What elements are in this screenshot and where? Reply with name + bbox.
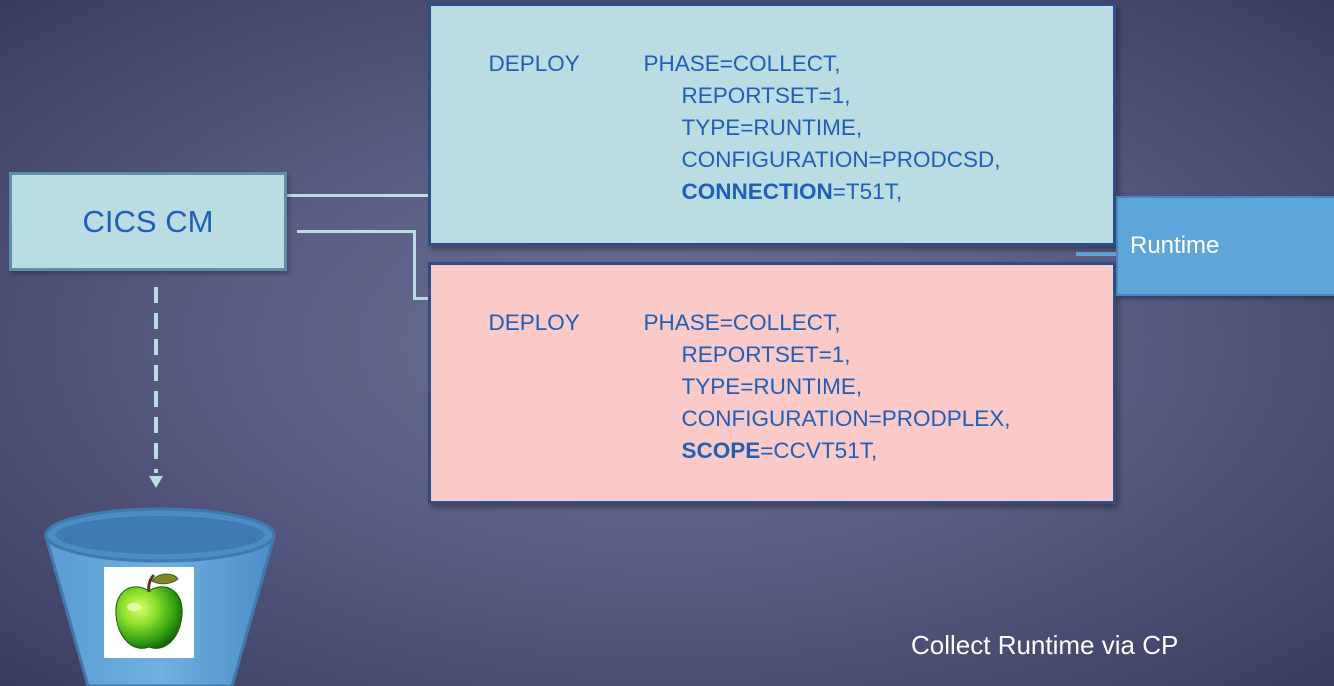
slide-caption: Collect Runtime via CP — [911, 630, 1179, 660]
deploy-line-3: TYPE=RUNTIME, — [451, 80, 1113, 140]
deploy-line-5: CONNECTION=T51T, — [451, 144, 1113, 204]
dashed-arrow-line — [154, 287, 158, 473]
deploy-scope-box: DEPLOY PHASE=COLLECT, REPORTSET=1, TYPE=R… — [428, 262, 1116, 504]
runtime-label: Runtime — [1130, 232, 1220, 259]
deploy-line-2: REPORTSET=1, — [451, 307, 1113, 367]
deploy-line-1: DEPLOY PHASE=COLLECT, — [451, 275, 1113, 335]
deploy-param: TYPE=RUNTIME, — [681, 374, 863, 399]
runtime-box: Runtime — [1116, 196, 1334, 296]
connector-top-horizontal — [287, 194, 428, 197]
deploy-line-3: TYPE=RUNTIME, — [451, 339, 1113, 399]
deploy-line-1: DEPLOY PHASE=COLLECT, — [451, 16, 1113, 76]
deploy-keyword: DEPLOY — [488, 51, 580, 76]
green-apple-icon — [115, 573, 183, 649]
connector-bottom-vertical — [413, 230, 416, 300]
deploy-param: =T51T, — [832, 179, 903, 204]
deploy-param-key: CONNECTION — [681, 179, 833, 204]
deploy-line-2: REPORTSET=1, — [451, 48, 1113, 108]
deploy-param-key: SCOPE — [681, 438, 761, 463]
deploy-line-5: SCOPE=CCVT51T, — [451, 403, 1113, 463]
connector-bottom-stub — [413, 297, 428, 300]
deploy-param: CONFIGURATION=PRODCSD, — [681, 147, 1001, 172]
deploy-param: PHASE=COLLECT, — [643, 310, 841, 335]
deploy-param: CONFIGURATION=PRODPLEX, — [681, 406, 1011, 431]
deploy-param: =CCVT51T, — [760, 438, 878, 463]
deploy-connection-box: DEPLOY PHASE=COLLECT, REPORTSET=1, TYPE=R… — [428, 3, 1116, 246]
deploy-keyword: DEPLOY — [488, 310, 580, 335]
deploy-param: REPORTSET=1, — [681, 342, 851, 367]
deploy-param: TYPE=RUNTIME, — [681, 115, 863, 140]
cics-cm-label: CICS CM — [82, 203, 214, 239]
deploy-line-4: CONFIGURATION=PRODPLEX, — [451, 371, 1113, 431]
arrow-head-icon — [149, 476, 163, 488]
connector-bottom-horizontal — [297, 230, 415, 233]
deploy-param: PHASE=COLLECT, — [643, 51, 841, 76]
cics-cm-box: CICS CM — [9, 172, 287, 271]
deploy-param: REPORTSET=1, — [681, 83, 851, 108]
connector-runtime-link — [1076, 252, 1118, 256]
deploy-line-4: CONFIGURATION=PRODCSD, — [451, 112, 1113, 172]
apple-frame — [104, 567, 194, 658]
